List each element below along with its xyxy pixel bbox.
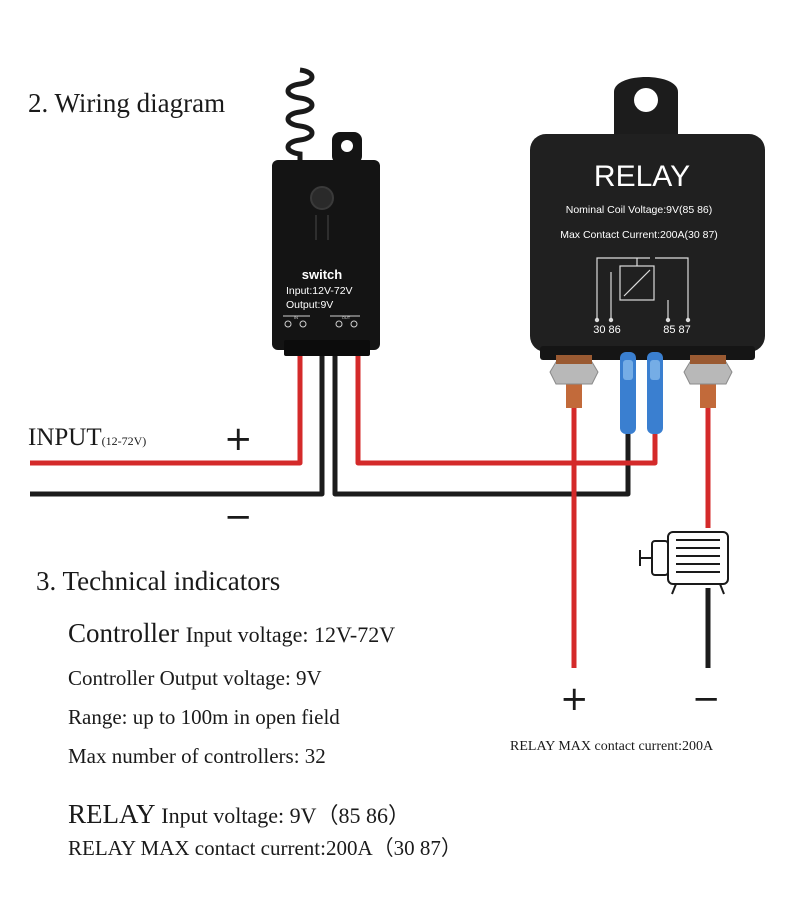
relay-pin — [685, 317, 691, 323]
input-label-main: INPUT — [28, 424, 102, 451]
relay-contact-current: Max Contact Current:200A(30 87) — [560, 229, 718, 241]
spec-relay-input: RELAY Input voltage: 9V（85 86） — [68, 798, 410, 830]
switch-button-icon — [310, 186, 334, 210]
spec-relay-input-lead: RELAY — [68, 799, 162, 829]
wiring-diagram-heading: 2. Wiring diagram — [28, 88, 226, 118]
relay-connector-86 — [620, 352, 636, 434]
relay-terminal-30 — [549, 355, 599, 408]
input-minus-sign: − — [224, 497, 253, 537]
antenna-icon — [285, 67, 315, 162]
wires — [30, 355, 711, 668]
switch-terminal — [350, 320, 358, 328]
switch-module: switch Input:12V-72V Output:9V IN OUT — [272, 132, 380, 356]
relay-output-caption: RELAY MAX contact current:200A — [510, 739, 714, 754]
relay-output-minus-sign: − — [692, 679, 721, 719]
relay-connector-85 — [647, 352, 663, 434]
spec-range: Range: up to 100m in open field — [68, 705, 340, 729]
input-negative-wire — [30, 355, 325, 497]
spec-controller-input: Controller Input voltage: 12V-72V — [68, 618, 395, 649]
relay-pin — [608, 317, 614, 323]
relay-pins-right: 85 87 — [663, 324, 691, 336]
switch-terminal — [335, 320, 343, 328]
spec-max-controllers: Max number of controllers: 32 — [68, 744, 326, 768]
spec-controller-input-value: Input voltage: 12V-72V — [185, 622, 396, 647]
switch-terminal — [284, 320, 292, 328]
switch-output-spec: Output:9V — [286, 299, 333, 311]
relay-pins-left: 30 86 — [593, 324, 621, 336]
relay-schematic — [596, 257, 689, 318]
technical-indicators-heading: 3. Technical indicators — [36, 566, 281, 596]
spec-relay-input-value: Input voltage: 9V（85 86） — [161, 803, 410, 828]
relay: RELAY Nominal Coil Voltage:9V(85 86) Max… — [530, 77, 765, 434]
relay-coil-voltage: Nominal Coil Voltage:9V(85 86) — [566, 204, 713, 216]
relay-title: RELAY — [594, 160, 690, 193]
switch-terminal-out-label: OUT — [342, 315, 351, 320]
switch-name: switch — [302, 267, 343, 282]
input-plus-sign: + — [224, 419, 253, 459]
spec-controller-input-lead: Controller — [68, 618, 186, 648]
switch-terminal — [299, 320, 307, 328]
relay-output-plus-sign: + — [560, 679, 589, 719]
switch-terminal-in-label: IN — [294, 315, 298, 320]
switch-output-positive-wire — [355, 355, 658, 466]
input-positive-wire — [30, 355, 303, 466]
input-label: INPUT(12-72V) — [28, 424, 146, 452]
motor-icon — [639, 531, 729, 595]
relay-pin — [594, 317, 600, 323]
relay-pin — [665, 317, 671, 323]
switch-input-spec: Input:12V-72V — [286, 285, 353, 297]
relay-terminal-87 — [683, 355, 733, 408]
spec-relay-max-current: RELAY MAX contact current:200A（30 87） — [68, 836, 462, 860]
spec-controller-output: Controller Output voltage: 9V — [68, 666, 322, 690]
input-range: (12-72V) — [101, 434, 147, 448]
